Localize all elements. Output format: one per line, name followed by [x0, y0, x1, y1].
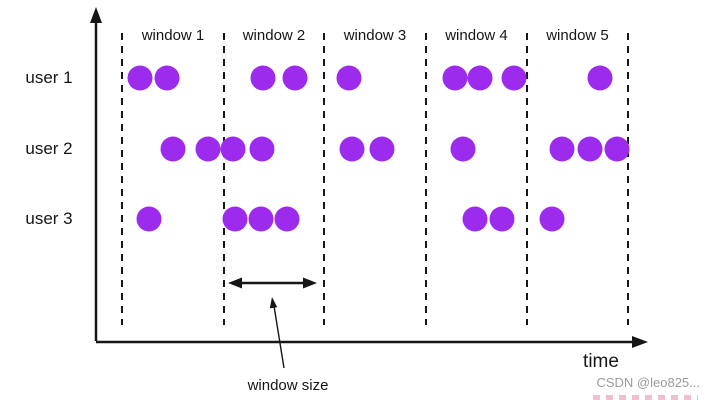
user-3-label: user 3 [25, 209, 73, 228]
watermark-text: CSDN @leo825... [596, 375, 700, 390]
event-dot [136, 206, 162, 232]
y-axis-arrowhead [90, 7, 102, 23]
x-axis-arrowhead [632, 336, 648, 348]
event-dot [577, 136, 603, 162]
window-4-label: window 4 [445, 27, 508, 44]
event-dot [160, 136, 186, 162]
event-dot [282, 65, 308, 91]
event-dot [587, 65, 613, 91]
window-size-pointer-arrow [269, 297, 285, 369]
event-dot [127, 65, 153, 91]
user-1-label: user 1 [25, 68, 73, 87]
pointer-arrowhead [269, 297, 278, 309]
window-2-label: window 2 [242, 27, 306, 44]
window-size-arrowhead-right [303, 277, 317, 289]
event-dot [249, 136, 275, 162]
event-dot [489, 206, 515, 232]
time-axis-label: time [583, 351, 619, 372]
event-dot [154, 65, 180, 91]
event-dot [369, 136, 395, 162]
event-dot [195, 136, 221, 162]
event-dot [450, 136, 476, 162]
event-dot [467, 65, 493, 91]
event-dot [248, 206, 274, 232]
event-dot [222, 206, 248, 232]
window-size-arrowhead-left [228, 277, 242, 289]
event-dot [220, 136, 246, 162]
window-1-label: window 1 [141, 27, 205, 44]
window-boundaries [121, 33, 629, 325]
event-dot [549, 136, 575, 162]
event-dot [604, 136, 630, 162]
event-dots [127, 65, 630, 232]
window-size-label: window size [247, 377, 329, 394]
pointer-arrow-shaft [273, 305, 285, 369]
user-2-label: user 2 [25, 139, 73, 158]
event-dot [462, 206, 488, 232]
window-3-label: window 3 [343, 27, 407, 44]
event-dot [539, 206, 565, 232]
event-dot [336, 65, 362, 91]
event-dot [501, 65, 527, 91]
event-dot [442, 65, 468, 91]
watermark-partial-second-line [593, 395, 698, 400]
window-5-label: window 5 [546, 27, 609, 44]
event-dot [250, 65, 276, 91]
event-dot [339, 136, 365, 162]
event-dot [274, 206, 300, 232]
window-size-arrow [228, 277, 317, 289]
